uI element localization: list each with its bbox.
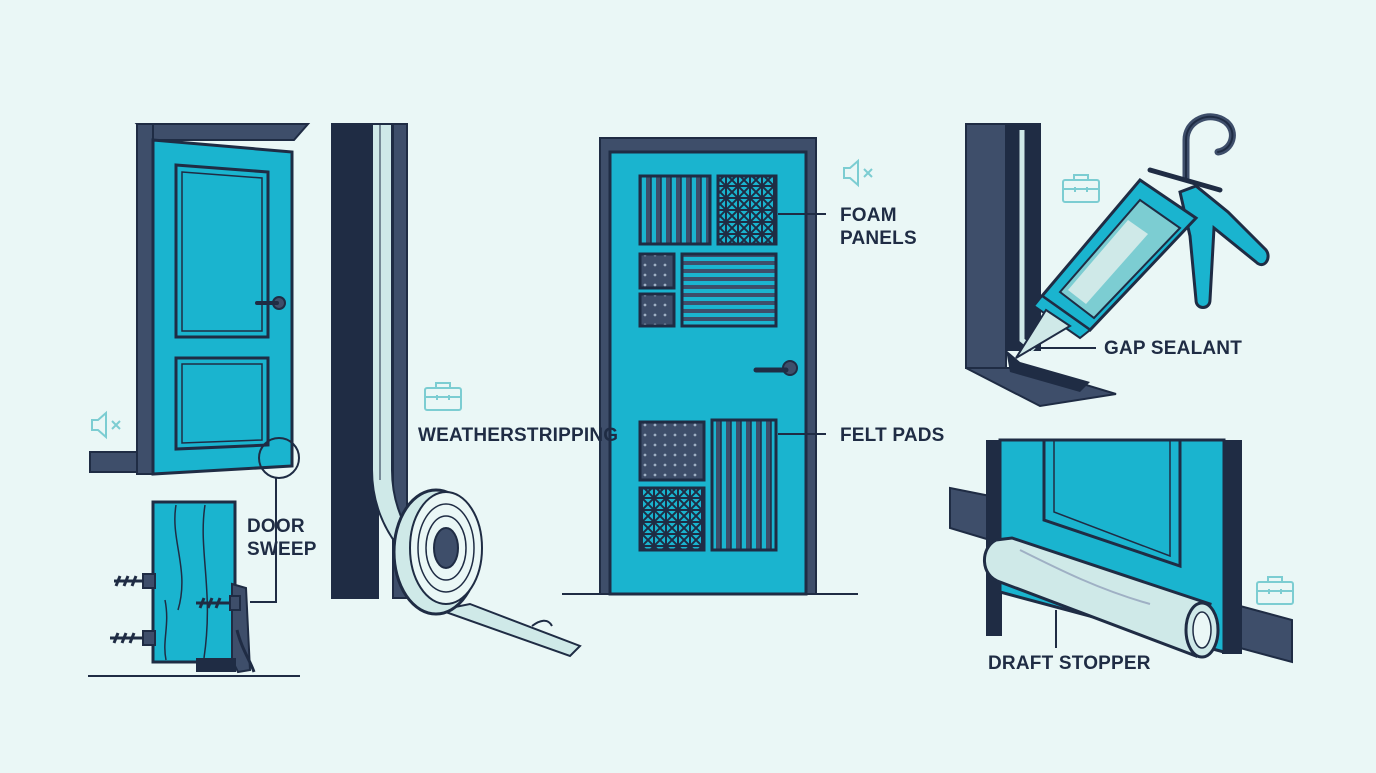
speaker-mute-icon <box>843 158 873 188</box>
foam-panels-label-line2: PANELS <box>840 228 917 249</box>
door-sweep-leader <box>250 478 277 603</box>
door-frame-side <box>136 123 154 475</box>
toolbox-icon <box>1256 576 1294 605</box>
draft-stopper-label: DRAFT STOPPER <box>988 653 1151 674</box>
weatherstripping-illustration <box>331 123 582 658</box>
foam-panel-ribbed <box>638 174 712 246</box>
speaker-mute-icon <box>91 410 121 440</box>
door-edge-cross-section <box>151 500 237 664</box>
foam-panel-dotted <box>638 252 676 290</box>
center-door-illustration <box>562 137 858 596</box>
draft-stopper-illustration <box>949 438 1293 664</box>
nozzle <box>1015 308 1072 359</box>
gap-sealant-label: GAP SEALANT <box>1104 338 1243 359</box>
felt-pad-grid <box>638 486 706 552</box>
screw-icon <box>196 595 241 611</box>
screw-icon <box>114 573 156 589</box>
door-sweep-label-line2: SWEEP <box>247 539 317 560</box>
foam-panel-horizontal <box>680 252 778 328</box>
felt-pad-ribbed <box>710 418 778 552</box>
screw-icon <box>110 630 156 646</box>
toolbox-icon <box>424 382 462 411</box>
door-sweep-label-line1: DOOR <box>247 516 305 537</box>
caulk-gun-icon <box>1015 113 1270 359</box>
open-door-illustration <box>89 123 311 603</box>
door-lower-panel <box>174 356 270 451</box>
foam-panel-dotted <box>638 292 676 328</box>
foam-panels-label-line1: FOAM <box>840 205 897 226</box>
toolbox-icon <box>1062 174 1100 203</box>
floor-threshold <box>965 367 1117 408</box>
door-upper-panel <box>174 163 270 339</box>
wall-baseboard <box>89 451 139 473</box>
gap-sealant-illustration <box>965 113 1270 408</box>
detail-magnifier <box>258 437 300 479</box>
door-sweep-detail <box>88 500 300 677</box>
felt-pads-label: FELT PADS <box>840 425 945 446</box>
trigger-handle <box>1178 184 1270 309</box>
weatherstripping-label: WEATHERSTRIPPING <box>418 425 619 446</box>
door-frame-top <box>134 123 311 141</box>
door-leaf <box>151 138 294 476</box>
felt-pad-dotted <box>638 420 706 482</box>
foam-panel-grid <box>716 174 778 246</box>
